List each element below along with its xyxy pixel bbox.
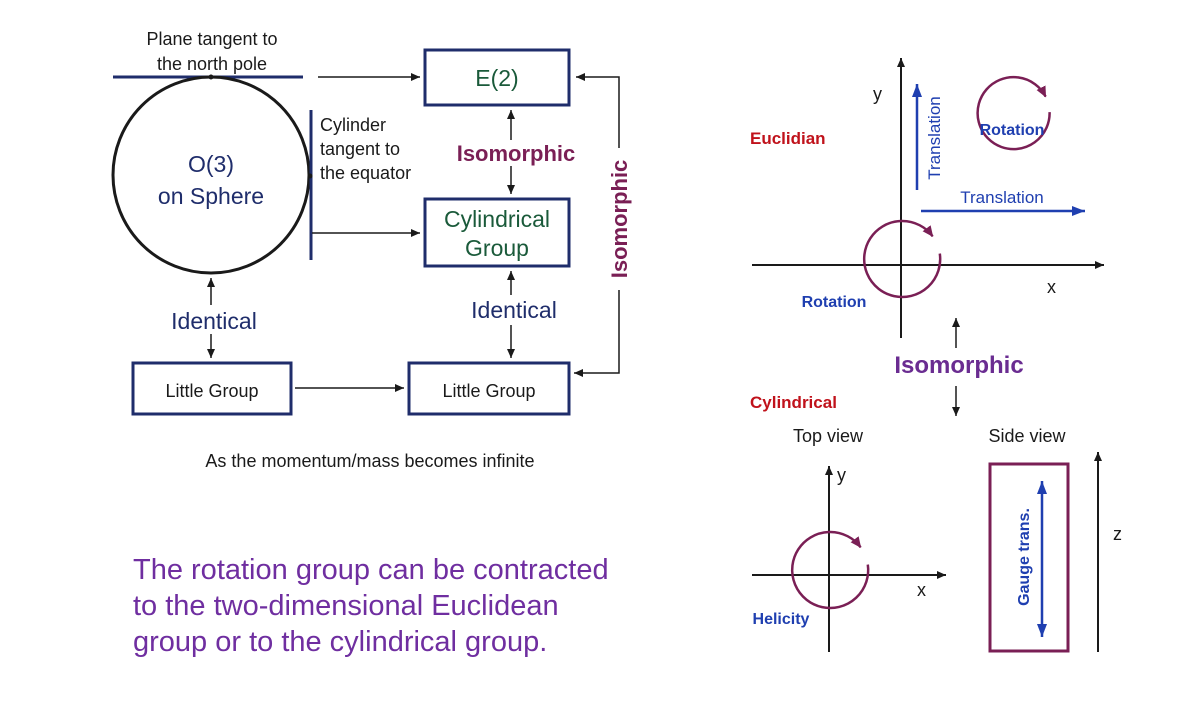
cylindrical-group-line2: Group bbox=[465, 235, 529, 261]
e2-box bbox=[423, 48, 571, 107]
e2-label: E(2) bbox=[475, 65, 518, 91]
rotation-circle-label: Rotation bbox=[980, 122, 1045, 139]
little-group-left-label: Little Group bbox=[165, 381, 258, 401]
side-view-label: Side view bbox=[988, 426, 1066, 446]
cylindrical-label: Cylindrical bbox=[750, 393, 837, 412]
left-diagram: Plane tangent to the north pole O(3) on … bbox=[111, 29, 632, 471]
little-group-right-box bbox=[407, 361, 571, 416]
sphere-label-line2: on Sphere bbox=[158, 183, 264, 209]
cylinder-label-line3: the equator bbox=[320, 163, 411, 183]
little-group-right-label: Little Group bbox=[442, 381, 535, 401]
plane-label-line1: Plane tangent to bbox=[146, 29, 277, 49]
caption-line3: group or to the cylindrical group. bbox=[133, 626, 548, 658]
rotation-circle-top bbox=[976, 75, 1051, 151]
caption-line2: to the two-dimensional Euclidean bbox=[133, 590, 559, 622]
cylinder-label-line2: tangent to bbox=[320, 139, 400, 159]
cylinder-label-line1: Cylinder bbox=[320, 115, 386, 135]
gauge-box bbox=[988, 462, 1070, 653]
helicity-label: Helicity bbox=[753, 611, 810, 628]
gauge-label: Gauge trans. bbox=[1016, 508, 1033, 606]
contraction-caption: The rotation group can be contracted to … bbox=[133, 552, 693, 660]
identical-right-label: Identical bbox=[471, 297, 557, 323]
side-z-label: z bbox=[1113, 524, 1122, 544]
topview-y-label: y bbox=[837, 465, 846, 485]
little-group-left-box bbox=[131, 361, 293, 416]
identical-left-label: Identical bbox=[171, 308, 257, 334]
euclid-x-label: x bbox=[1047, 277, 1056, 297]
translation-horizontal-label: Translation bbox=[960, 188, 1043, 207]
isomorphic-inner-label: Isomorphic bbox=[457, 141, 576, 166]
euclid-y-label: y bbox=[873, 84, 882, 104]
translation-vertical-label: Translation bbox=[925, 96, 944, 179]
equator-dot bbox=[307, 173, 313, 179]
caption-line1: The rotation group can be contracted bbox=[133, 554, 609, 586]
momentum-caption: As the momentum/mass becomes infinite bbox=[205, 451, 534, 471]
top-view-label: Top view bbox=[793, 426, 864, 446]
helicity-circle bbox=[790, 530, 870, 610]
sphere-label-line1: O(3) bbox=[188, 151, 234, 177]
isomorphic-bracket-top bbox=[576, 73, 620, 148]
euclidian-label: Euclidian bbox=[750, 129, 826, 148]
rotation-origin-label: Rotation bbox=[802, 294, 867, 311]
cylindrical-group-line1: Cylindrical bbox=[444, 206, 550, 232]
isomorphic-bracket-bottom bbox=[574, 290, 620, 377]
cylindrical-group-box bbox=[423, 197, 571, 268]
plane-label-line2: the north pole bbox=[157, 54, 267, 74]
topview-x-label: x bbox=[917, 580, 926, 600]
right-diagram: Euclidian y x Translation Translation Ro… bbox=[750, 58, 1122, 653]
isomorphic-side-label: Isomorphic bbox=[607, 160, 632, 279]
right-isomorphic-label: Isomorphic bbox=[894, 352, 1023, 379]
rotation-circle-origin bbox=[862, 219, 942, 299]
